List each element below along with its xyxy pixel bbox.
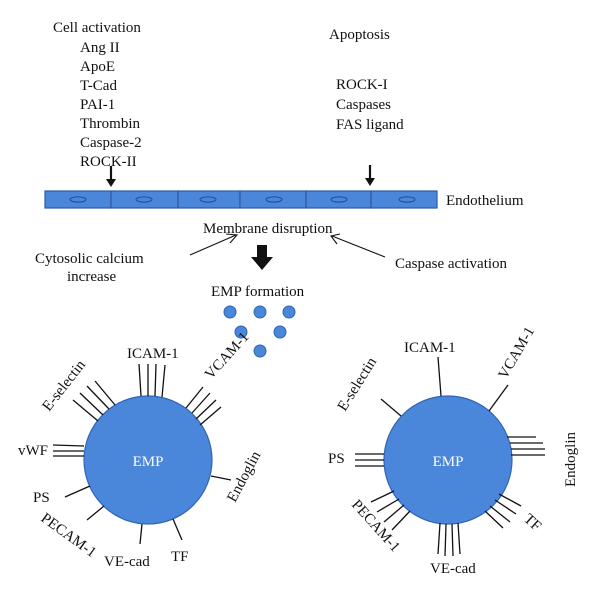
endothelium-label: Endothelium bbox=[446, 193, 524, 209]
label-ps-left: PS bbox=[33, 490, 50, 506]
cell-nucleus bbox=[199, 196, 217, 203]
label-e-selectin-right: E-selectin bbox=[335, 354, 381, 414]
endothelial-cell bbox=[177, 190, 241, 209]
label-ve-cad-left: VE-cad bbox=[104, 554, 150, 570]
apoptosis-fas-ligand: FAS ligand bbox=[336, 117, 404, 133]
activator-rock-ii: ROCK-II bbox=[80, 154, 137, 170]
receptor-vcam-1-right bbox=[488, 384, 509, 412]
receptor-icam-1-right bbox=[437, 356, 442, 397]
receptor-ve-cad-right bbox=[437, 522, 461, 557]
receptor-tf-right bbox=[484, 493, 522, 529]
activation-arrow bbox=[106, 166, 116, 187]
apoptosis-rock-i: ROCK-I bbox=[336, 77, 388, 93]
emp-particle bbox=[234, 325, 248, 339]
activator-thrombin: Thrombin bbox=[80, 116, 140, 132]
emp-particle bbox=[282, 305, 296, 319]
receptor-pecam-1-right bbox=[370, 490, 411, 531]
endothelial-cell bbox=[305, 190, 372, 209]
activator-apoe: ApoE bbox=[80, 59, 115, 75]
receptor-ps-left bbox=[64, 485, 91, 498]
emp-particle bbox=[253, 344, 267, 358]
apoptosis-list: Apoptosis ROCK-I Caspases FAS ligand bbox=[329, 27, 404, 133]
cytosolic-calcium-label-line2: increase bbox=[67, 269, 116, 285]
cell-nucleus bbox=[135, 196, 153, 203]
endothelial-cell bbox=[44, 190, 112, 209]
left-emp: EMP ICAM-1 bbox=[18, 329, 265, 570]
label-endoglin-right: Endoglin bbox=[563, 432, 579, 487]
receptor-ve-cad-left bbox=[139, 523, 143, 545]
activator-pai-1: PAI-1 bbox=[80, 97, 115, 113]
emp-particles bbox=[223, 305, 296, 358]
label-endoglin-left: Endoglin bbox=[224, 448, 264, 505]
activator-t-cad: T-Cad bbox=[80, 78, 117, 94]
receptor-endoglin-left bbox=[210, 475, 232, 481]
cell-nucleus bbox=[265, 196, 283, 203]
caspase-arrow bbox=[330, 233, 386, 258]
cell-nucleus bbox=[330, 196, 348, 203]
emp-particle bbox=[273, 325, 287, 339]
receptor-vcam-1-left bbox=[185, 386, 222, 426]
emp-label-right: EMP bbox=[433, 454, 464, 470]
cell-nucleus bbox=[398, 196, 416, 203]
label-e-selectin-left: E-selectin bbox=[40, 357, 90, 415]
activator-caspase-2: Caspase-2 bbox=[80, 135, 142, 151]
label-icam-1-left: ICAM-1 bbox=[127, 346, 179, 362]
label-tf-left: TF bbox=[171, 549, 189, 565]
receptor-endoglin-right bbox=[507, 436, 545, 456]
right-emp: EMP bbox=[328, 324, 579, 577]
receptor-e-selectin-right bbox=[380, 398, 402, 417]
membrane-disruption-label: Membrane disruption bbox=[203, 221, 333, 237]
label-ve-cad-right: VE-cad bbox=[430, 561, 476, 577]
cytosolic-calcium-label: Cytosolic calcium bbox=[35, 251, 144, 267]
caspase-activation-label: Caspase activation bbox=[395, 256, 508, 272]
receptor-tf-left bbox=[172, 518, 183, 541]
activator-ang-ii: Ang II bbox=[80, 40, 120, 56]
endothelial-cell bbox=[239, 190, 307, 209]
emp-label-left: EMP bbox=[133, 454, 164, 470]
emp-particle bbox=[223, 305, 237, 319]
cell-activation-list: Cell activation Ang II ApoE T-Cad PAI-1 … bbox=[53, 20, 142, 170]
emp-formation-label: EMP formation bbox=[211, 284, 305, 300]
receptor-ps-right bbox=[355, 453, 384, 467]
apoptosis-title: Apoptosis bbox=[329, 27, 390, 43]
endothelial-cell bbox=[370, 190, 438, 209]
cell-nucleus bbox=[69, 196, 87, 203]
label-vcam-1-right: VCAM-1 bbox=[496, 324, 539, 382]
formation-arrow bbox=[251, 245, 273, 270]
receptor-e-selectin-left bbox=[72, 380, 116, 422]
endothelium-layer bbox=[44, 190, 438, 209]
calcium-arrow bbox=[189, 233, 239, 256]
label-vwf-left: vWF bbox=[18, 443, 48, 459]
label-icam-1-right: ICAM-1 bbox=[404, 340, 456, 356]
apoptosis-arrow bbox=[365, 165, 375, 186]
cell-activation-title: Cell activation bbox=[53, 20, 141, 36]
label-vcam-1-left: VCAM-1 bbox=[202, 329, 252, 382]
receptor-icam-1-left bbox=[138, 363, 166, 398]
label-ps-right: PS bbox=[328, 451, 345, 467]
receptor-vwf-left bbox=[52, 444, 85, 457]
emp-particle bbox=[253, 305, 267, 319]
label-pecam-1-right: PECAM-1 bbox=[348, 497, 403, 555]
receptor-pecam-1-left bbox=[86, 505, 105, 521]
apoptosis-caspases: Caspases bbox=[336, 97, 391, 113]
endothelial-cell bbox=[110, 190, 179, 209]
label-tf-right: TF bbox=[520, 511, 544, 535]
